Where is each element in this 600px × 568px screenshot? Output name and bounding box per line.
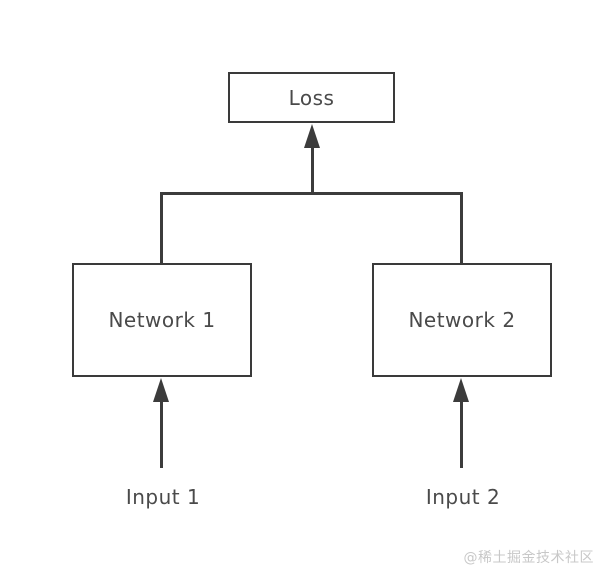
loss-arrow-stem xyxy=(311,145,314,194)
arrowhead-up-icon xyxy=(304,124,320,148)
network1-branch-line xyxy=(160,192,163,264)
input1-label: Input 1 xyxy=(125,485,201,509)
network2-node: Network 2 xyxy=(372,263,552,377)
network2-branch-line xyxy=(460,192,463,264)
loss-node: Loss xyxy=(228,72,395,123)
network1-node-label: Network 1 xyxy=(108,308,216,332)
arrowhead-up-icon xyxy=(453,378,469,402)
input2-arrow-stem xyxy=(460,400,463,468)
arrowhead-up-icon xyxy=(153,378,169,402)
network1-node: Network 1 xyxy=(72,263,252,377)
input2-label: Input 2 xyxy=(425,485,501,509)
input1-arrow-stem xyxy=(160,400,163,468)
watermark: @稀土掘金技术社区 xyxy=(463,550,594,566)
loss-node-label: Loss xyxy=(288,85,335,110)
network2-node-label: Network 2 xyxy=(408,308,516,332)
